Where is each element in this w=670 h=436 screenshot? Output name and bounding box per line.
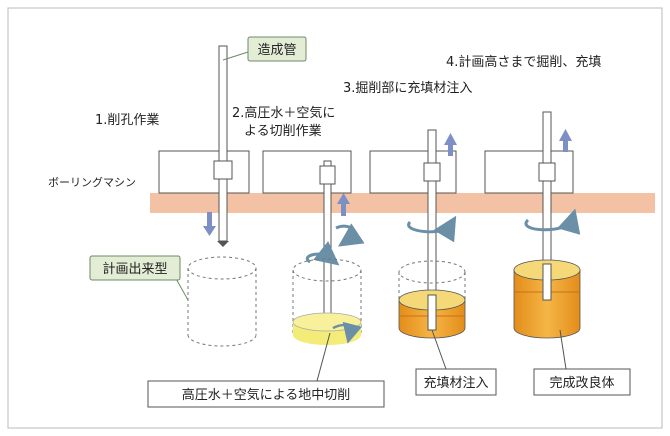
step-2-jet-cutting <box>292 160 365 345</box>
rotation-arrow-icon <box>524 208 581 235</box>
fill-area-cylinder <box>398 260 466 300</box>
step-2-title-line1: 2.高圧水＋空気に <box>232 105 335 121</box>
boring-machine-3 <box>369 150 457 194</box>
down-arrow-icon <box>203 212 216 236</box>
step-1-drilling <box>187 45 257 347</box>
pipe-label: 造成管 <box>257 43 296 58</box>
step-4-completion <box>513 111 581 339</box>
step-1-title: 1.削孔作業 <box>95 112 159 128</box>
callout-planned-shape <box>89 255 181 281</box>
pipe-clamp-2 <box>319 165 336 185</box>
step-2-title-line2: よる切削作業 <box>244 123 322 139</box>
rotation-arrow-icon <box>407 215 457 243</box>
drill-bit-1 <box>217 241 229 247</box>
jet-cutting-label: 高圧水＋空気による地中切削 <box>182 387 351 403</box>
cut-area-cylinder <box>292 258 362 333</box>
rotation-arrow-icon <box>306 241 340 266</box>
pipe-clamp-3 <box>423 162 441 182</box>
step-3-filler-injection <box>398 129 466 339</box>
ground-surface <box>150 193 655 213</box>
up-arrow-icon <box>559 129 572 152</box>
boring-machine-1 <box>158 150 250 194</box>
finished-body-label: 完成改良体 <box>549 375 614 391</box>
boring-machine-label: ボーリングマシン <box>48 175 136 189</box>
callout-filler-injection <box>415 368 497 396</box>
pipe-clamp-4 <box>538 162 556 182</box>
step-4-title: 4.計画高さまで掘削、充填 <box>446 54 601 70</box>
up-arrow-icon <box>337 193 350 216</box>
planned-shape-label: 計画出来型 <box>102 261 167 277</box>
pipe-1 <box>218 45 228 242</box>
step-3-title: 3.掘削部に充填材注入 <box>343 80 472 96</box>
planned-shape-cylinder <box>187 256 257 347</box>
up-arrow-icon <box>444 133 457 156</box>
callout-finished-body <box>533 368 631 396</box>
diagram-frame <box>7 7 663 429</box>
boring-machines <box>158 150 574 194</box>
filler-injection-label: 充填材注入 <box>423 375 488 391</box>
rotation-arrow-icon <box>335 223 365 247</box>
boring-machine-2 <box>262 150 352 194</box>
callout-pipe <box>247 36 307 62</box>
boring-machine-4 <box>484 150 574 194</box>
callout-jet-cutting <box>147 380 385 408</box>
finished-body-fill <box>513 269 581 339</box>
pipe-clamp-1 <box>213 160 233 180</box>
rotation-arrow-icon <box>332 321 363 344</box>
